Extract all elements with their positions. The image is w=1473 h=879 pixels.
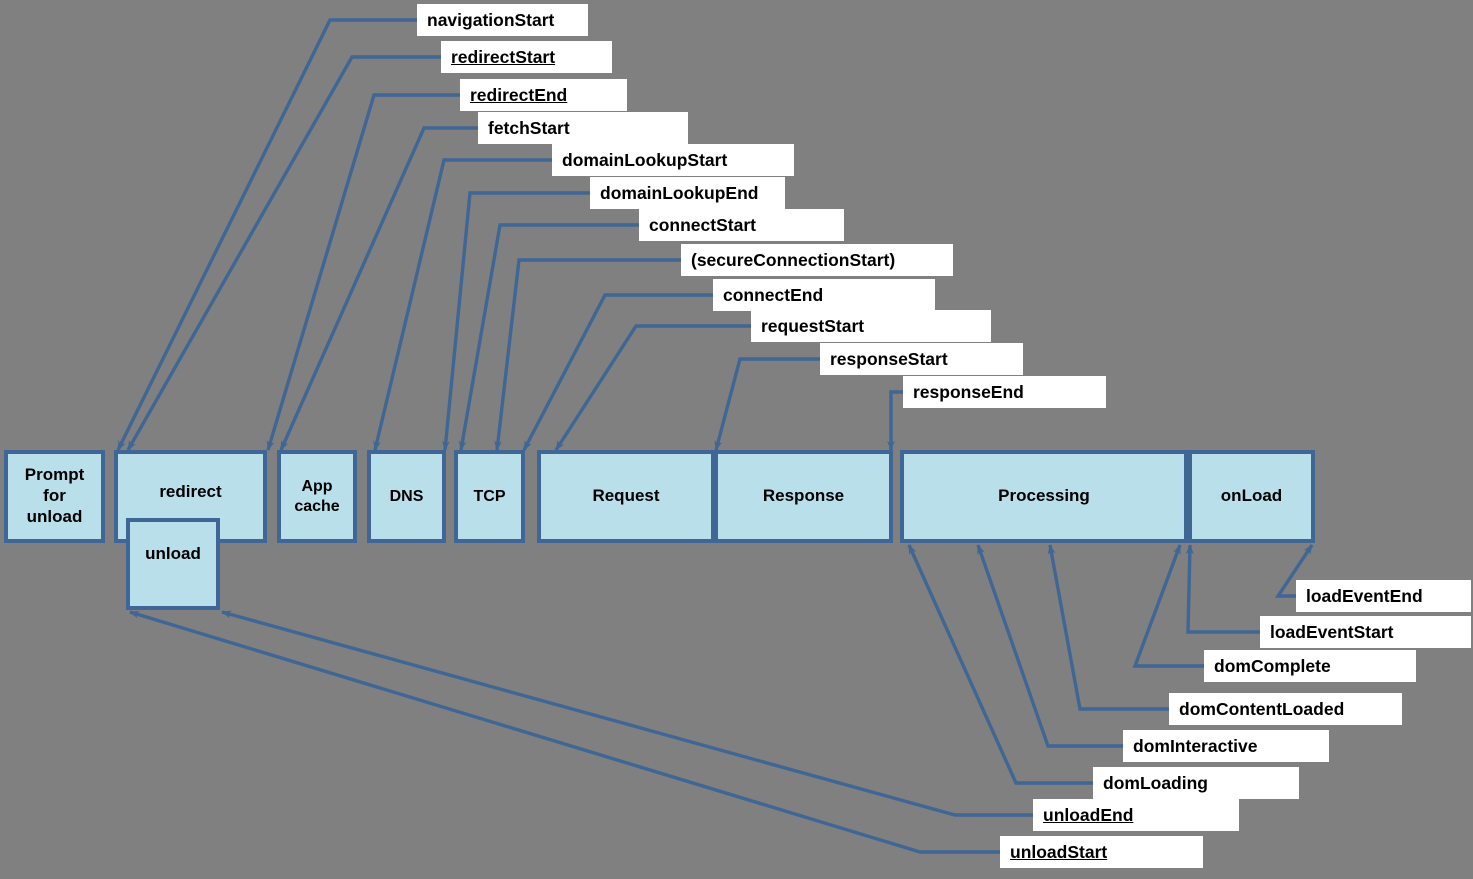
event-label-fetchStart: fetchStart xyxy=(478,112,688,144)
phase-label: TCP xyxy=(473,487,506,505)
phase-tcp: TCP xyxy=(454,450,525,543)
phase-prompt-for-unload: Prompt for unload xyxy=(4,450,105,543)
event-label-text: responseStart xyxy=(830,349,948,369)
event-label-connectEnd: connectEnd xyxy=(713,279,935,311)
event-label-text: loadEventEnd xyxy=(1306,586,1423,606)
event-label-text: unloadStart xyxy=(1010,842,1108,862)
event-label-domInteractive: domInteractive xyxy=(1123,730,1329,762)
event-label-domComplete: domComplete xyxy=(1204,650,1416,682)
event-label-text: unloadEnd xyxy=(1043,805,1134,825)
event-label-navigationStart: navigationStart xyxy=(417,4,588,36)
event-label-requestStart: requestStart xyxy=(751,310,991,342)
phase-app-cache: App cache xyxy=(277,450,357,543)
phase-label: redirect xyxy=(159,482,222,501)
event-label-text: domContentLoaded xyxy=(1179,699,1345,719)
phase-dns: DNS xyxy=(367,450,446,543)
phase-label: App cache xyxy=(294,477,340,515)
phase-label: Prompt for unload xyxy=(24,465,85,526)
event-label-text: domainLookupStart xyxy=(562,150,728,170)
event-label-text: domComplete xyxy=(1214,656,1331,676)
phase-processing: Processing xyxy=(900,450,1188,543)
phase-unload: unload xyxy=(126,518,220,610)
phase-onload: onLoad xyxy=(1188,450,1315,543)
phase-label: Request xyxy=(592,486,660,506)
event-label-text: (secureConnectionStart) xyxy=(691,250,896,270)
phase-label: unload xyxy=(145,544,201,563)
phase-response: Response xyxy=(714,450,893,543)
event-label-secureConnectionStart: (secureConnectionStart) xyxy=(681,244,953,276)
event-label-responseEnd: responseEnd xyxy=(903,376,1106,408)
event-label-text: domLoading xyxy=(1103,773,1208,793)
event-label-loadEventEnd: loadEventEnd xyxy=(1296,580,1471,612)
event-label-text: connectEnd xyxy=(723,285,824,305)
event-label-text: navigationStart xyxy=(427,10,555,30)
event-label-redirectStart: redirectStart xyxy=(441,41,612,73)
event-label-text: domainLookupEnd xyxy=(600,183,759,203)
event-label-text: connectStart xyxy=(649,215,756,235)
event-label-redirectEnd: redirectEnd xyxy=(460,79,627,111)
phase-label: Processing xyxy=(998,486,1090,506)
event-label-text: responseEnd xyxy=(913,382,1024,402)
phase-label: Response xyxy=(762,486,845,506)
event-label-domainLookupStart: domainLookupStart xyxy=(552,144,794,176)
event-label-text: requestStart xyxy=(761,316,865,336)
event-label-text: fetchStart xyxy=(488,118,570,138)
event-label-unloadEnd: unloadEnd xyxy=(1033,799,1239,831)
event-label-text: domInteractive xyxy=(1133,736,1258,756)
event-label-connectStart: connectStart xyxy=(639,209,844,241)
event-label-domainLookupEnd: domainLookupEnd xyxy=(590,177,785,209)
event-label-text: redirectStart xyxy=(451,47,556,67)
phase-label: DNS xyxy=(389,487,424,505)
phase-label: onLoad xyxy=(1220,486,1283,506)
event-label-domContentLoaded: domContentLoaded xyxy=(1169,693,1402,725)
event-label-unloadStart: unloadStart xyxy=(1000,836,1203,868)
event-label-text: redirectEnd xyxy=(470,85,568,105)
event-label-loadEventStart: loadEventStart xyxy=(1260,616,1471,648)
event-label-text: loadEventStart xyxy=(1270,622,1394,642)
phase-request: Request xyxy=(537,450,715,543)
event-label-responseStart: responseStart xyxy=(820,343,1023,375)
event-label-domLoading: domLoading xyxy=(1093,767,1299,799)
